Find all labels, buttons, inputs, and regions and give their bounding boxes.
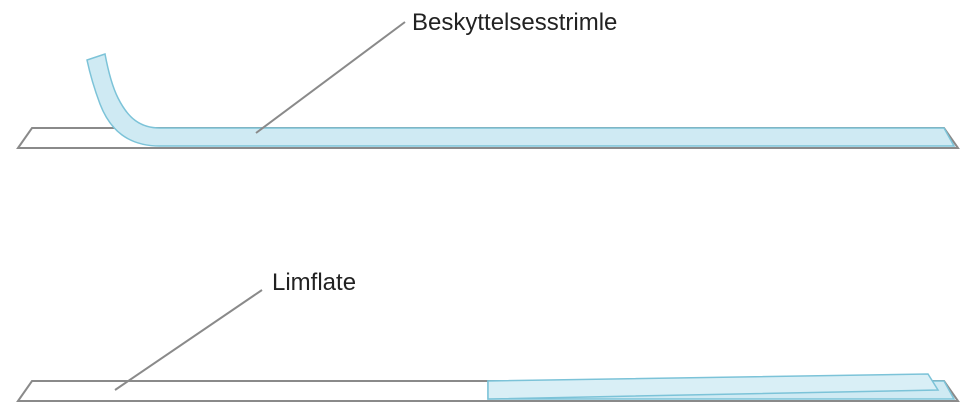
protective-strip-label: Beskyttelsesstrimle bbox=[412, 9, 617, 36]
adhesive-surface-leader-line bbox=[114, 289, 263, 391]
adhesive-surface-label: Limflate bbox=[272, 269, 356, 296]
bottom-illustration: Limflate bbox=[16, 269, 960, 402]
bottom-protective-strip-lifted bbox=[487, 373, 940, 400]
protective-strip-leader-line bbox=[255, 21, 406, 134]
top-protective-strip bbox=[86, 53, 956, 147]
top-illustration: Beskyttelsesstrimle bbox=[16, 9, 960, 149]
